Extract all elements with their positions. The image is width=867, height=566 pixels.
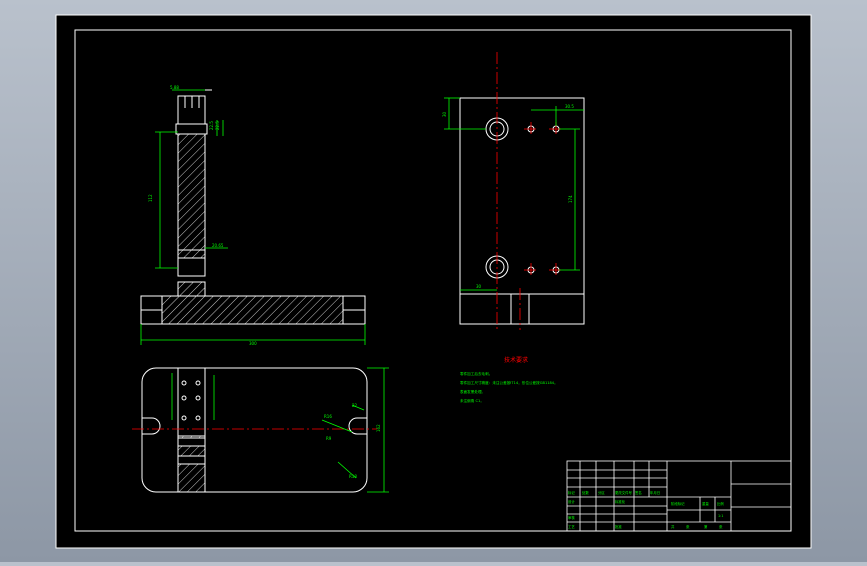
dim-plan-height: 162 <box>376 424 381 432</box>
tb-mark: 标记 <box>568 490 575 495</box>
dim-side-top: 30 <box>442 111 447 117</box>
plan-view <box>141 367 368 493</box>
model-space <box>55 14 812 549</box>
dim-side-height: 174 <box>568 195 573 203</box>
tech-note-line: 零件加工尺寸精度：未注公差按IT14，形位公差按GB1184。 <box>460 380 558 385</box>
tb-approve: 批准 <box>615 524 622 529</box>
tb-scale-value: 1:1 <box>718 514 723 518</box>
tech-note-line: 零件加工后去毛刺。 <box>460 371 492 376</box>
tb-sheet-unit: 张 <box>686 524 690 529</box>
tb-sheet-unit2: 张 <box>719 524 723 529</box>
tb-sheet-total: 共 <box>671 524 675 529</box>
dim-plan-notch: 22 <box>352 403 358 408</box>
front-view-dimensions <box>140 89 366 345</box>
technical-notes: 技术要求 零件加工后去毛刺。 零件加工尺寸精度：未注公差按IT14，形位公差按G… <box>460 356 558 403</box>
title-block <box>566 460 792 532</box>
side-view-dimension-labels: 30 30.5 174 30 <box>442 104 574 289</box>
tb-date: 年月日 <box>650 490 660 495</box>
tb-change-doc: 更改文件号 <box>615 490 633 495</box>
dim-plan-chamfer: R18 <box>349 474 357 479</box>
tb-process: 工艺 <box>568 524 575 529</box>
tb-zone: 分区 <box>598 490 605 495</box>
tb-review: 审核 <box>568 515 575 520</box>
dim-front-slot-a: 22.5 <box>209 121 214 130</box>
dim-front-width: 300 <box>249 341 257 346</box>
front-view <box>140 89 366 325</box>
dim-front-slot-b: 22.5 <box>215 121 220 130</box>
dim-front-top: 5.88 <box>170 85 179 90</box>
tech-notes-title: 技术要求 <box>504 356 528 364</box>
side-view-centerlines <box>496 52 563 330</box>
drawing-frame <box>74 29 792 532</box>
tb-scale: 比例 <box>717 501 724 506</box>
tb-design: 设计 <box>568 499 575 504</box>
dim-side-bottom: 30 <box>476 284 482 289</box>
dim-plan-r2: R9 <box>326 436 332 441</box>
plan-view-dimension-labels: 162 R16 R9 R18 22 <box>324 403 381 479</box>
dim-front-step: 20.65 <box>212 243 224 248</box>
tb-weight: 重量 <box>702 501 709 506</box>
front-view-dimension-labels: 300 112 22.5 22.5 20.65 5.88 <box>148 85 257 346</box>
tb-sheet-num: 第 <box>704 524 708 529</box>
plan-view-dimensions <box>171 367 389 493</box>
dim-front-height: 112 <box>148 194 153 202</box>
tb-standard: 标准化 <box>615 499 626 504</box>
title-block-labels: 标记 处数 分区 更改文件号 签名 年月日 设计 标准化 审核 工艺 批准 阶段… <box>568 490 724 529</box>
tech-note-line: 未注倒角 C1。 <box>460 398 484 403</box>
tech-note-line: 表面发黑处理。 <box>460 389 485 394</box>
side-view-dimensions <box>444 97 584 291</box>
dim-side-right: 30.5 <box>565 104 574 109</box>
tb-stage: 阶段标记 <box>671 501 685 506</box>
tb-count: 处数 <box>582 490 589 495</box>
tb-signature: 签名 <box>635 490 642 495</box>
dim-plan-r1: R16 <box>324 414 332 419</box>
